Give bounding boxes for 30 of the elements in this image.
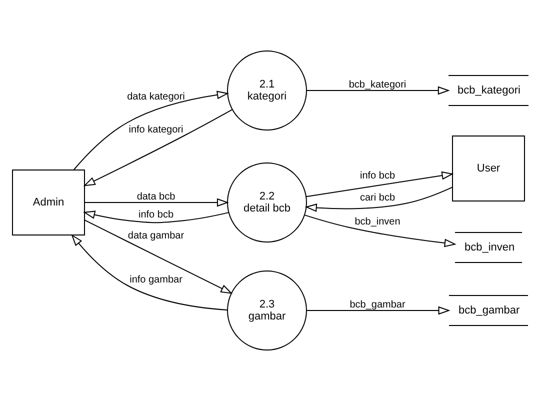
- edge-label: info kategori: [128, 124, 184, 135]
- arrow: [306, 86, 450, 94]
- edge-label: bcb_gambar: [350, 299, 406, 310]
- arrow: [71, 234, 228, 310]
- arrow: [83, 210, 230, 223]
- node-circle: 2.1 kategori: [227, 50, 307, 130]
- arrow: [84, 198, 229, 206]
- edge-label: info gambar: [130, 274, 182, 285]
- edge-label: data gambar: [128, 230, 184, 241]
- node-text: bcb_kategori: [458, 84, 520, 96]
- edge-label: bcb_inven: [354, 216, 400, 227]
- node-box: User: [452, 135, 525, 201]
- edge-label: data bcb: [136, 191, 176, 202]
- edge-label: cari bcb: [360, 192, 396, 203]
- arrow: [83, 108, 233, 186]
- arrow: [304, 214, 456, 247]
- arrow: [73, 90, 229, 170]
- arrow: [304, 186, 453, 212]
- node-circle: 2.2 detail bcb: [227, 162, 307, 242]
- arrow: [84, 219, 233, 294]
- arrow: [306, 170, 454, 197]
- edge-label: info bcb: [360, 170, 396, 181]
- edge-label: bcb_kategori: [348, 79, 406, 90]
- node-text: bcb_gambar: [458, 304, 520, 316]
- node-circle: 2.3 gambar: [227, 270, 307, 350]
- arrow: [306, 306, 450, 314]
- node-text: bcb_inven: [464, 240, 515, 253]
- edge-label: data kategori: [127, 91, 185, 102]
- node-box: Admin: [12, 169, 85, 235]
- edge-label: info bcb: [138, 209, 174, 220]
